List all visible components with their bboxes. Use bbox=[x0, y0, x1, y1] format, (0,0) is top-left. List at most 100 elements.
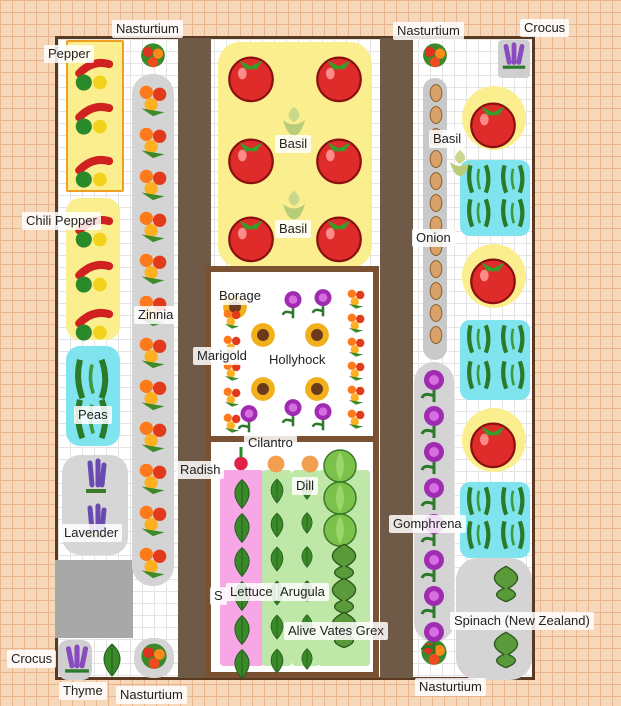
bean-icon bbox=[467, 324, 491, 354]
label-cilantro[interactable]: Cilantro bbox=[244, 434, 297, 452]
pea-icon bbox=[75, 358, 109, 400]
label-nasturtium-top-right[interactable]: Nasturtium bbox=[393, 22, 464, 40]
tomato-icon bbox=[316, 216, 362, 263]
lettuce-icon bbox=[234, 479, 250, 510]
label-dill[interactable]: Dill bbox=[292, 477, 319, 495]
label-s[interactable]: S bbox=[210, 587, 227, 605]
label-onion[interactable]: Onion bbox=[412, 229, 455, 247]
tomato-icon bbox=[228, 138, 274, 185]
cilantro-icon bbox=[301, 455, 319, 473]
label-basil-center-2[interactable]: Basil bbox=[275, 220, 312, 238]
cilantro-icon bbox=[267, 455, 285, 473]
bean-icon bbox=[501, 360, 525, 390]
label-lavender[interactable]: Lavender bbox=[60, 524, 123, 542]
zinnia-icon bbox=[139, 379, 167, 411]
label-marigold[interactable]: Marigold bbox=[193, 347, 251, 365]
label-alive-vates-grex[interactable]: Alive Vates Grex bbox=[284, 622, 388, 640]
spinach-icon bbox=[493, 565, 519, 603]
bean-icon bbox=[501, 486, 525, 516]
marigold-icon bbox=[347, 409, 365, 429]
arugula-icon bbox=[270, 478, 284, 504]
grey-empty-zone[interactable] bbox=[55, 560, 133, 638]
pepper-icon bbox=[75, 155, 114, 188]
onion-icon bbox=[429, 194, 443, 212]
label-chili-pepper[interactable]: Chili Pepper bbox=[22, 212, 101, 230]
bean-icon bbox=[501, 520, 525, 550]
tomato-icon bbox=[470, 258, 516, 305]
marigold-icon bbox=[223, 387, 241, 407]
pepper-icon bbox=[75, 102, 114, 135]
flower-icon bbox=[311, 289, 332, 317]
flower-icon bbox=[281, 399, 302, 427]
onion-icon bbox=[429, 304, 443, 322]
label-borage[interactable]: Borage bbox=[215, 287, 265, 305]
label-basil-center-1[interactable]: Basil bbox=[275, 135, 312, 153]
marigold-icon bbox=[223, 309, 241, 329]
nasturtium-icon bbox=[141, 43, 165, 68]
label-thyme[interactable]: Thyme bbox=[59, 682, 107, 700]
label-pepper[interactable]: Pepper bbox=[44, 45, 94, 63]
tomato-icon bbox=[316, 138, 362, 185]
onion-icon bbox=[429, 326, 443, 344]
flower-icon bbox=[237, 405, 258, 433]
tomato-icon bbox=[470, 422, 516, 469]
crocus-icon bbox=[65, 644, 89, 673]
sunflower-icon bbox=[251, 323, 275, 347]
bean-icon bbox=[467, 520, 491, 550]
dill-icon bbox=[301, 648, 313, 670]
label-hollyhock[interactable]: Hollyhock bbox=[265, 351, 330, 369]
cabbage-icon bbox=[323, 513, 357, 547]
nasturtium-icon bbox=[141, 643, 167, 669]
spinach-icon bbox=[493, 631, 519, 669]
path-right bbox=[380, 38, 413, 678]
arugula-icon bbox=[270, 546, 284, 572]
zinnia-icon bbox=[139, 421, 167, 453]
gomphrena-icon bbox=[420, 406, 444, 438]
pepper-icon bbox=[75, 58, 114, 91]
onion-icon bbox=[429, 260, 443, 278]
basil-icon bbox=[450, 150, 470, 176]
bean-icon bbox=[467, 360, 491, 390]
flower-icon bbox=[311, 403, 332, 431]
label-crocus-bottom-left[interactable]: Crocus bbox=[7, 650, 57, 668]
cabbage-icon bbox=[323, 449, 357, 483]
label-crocus-top-right[interactable]: Crocus bbox=[520, 19, 570, 37]
bean-icon bbox=[467, 486, 491, 516]
label-nasturtium-bottom-right[interactable]: Nasturtium bbox=[415, 678, 486, 696]
arugula-icon bbox=[270, 512, 284, 538]
label-spinach[interactable]: Spinach (New Zealand) bbox=[450, 612, 594, 630]
label-zinnia[interactable]: Zinnia bbox=[134, 306, 178, 324]
gomphrena-icon bbox=[420, 478, 444, 510]
label-gomphrena[interactable]: Gomphrena bbox=[389, 515, 466, 533]
label-arugula[interactable]: Arugula bbox=[276, 583, 329, 601]
marigold-icon bbox=[347, 385, 365, 405]
label-peas[interactable]: Peas bbox=[74, 406, 112, 424]
zinnia-icon bbox=[139, 127, 167, 159]
flower-icon bbox=[281, 291, 302, 319]
label-radish[interactable]: Radish bbox=[176, 461, 225, 479]
basil-icon bbox=[283, 190, 305, 220]
bean-icon bbox=[501, 164, 525, 194]
label-basil-right[interactable]: Basil bbox=[429, 130, 466, 148]
pepper-icon bbox=[75, 308, 114, 341]
arugula-icon bbox=[270, 614, 284, 640]
dill-icon bbox=[301, 512, 313, 534]
zinnia-icon bbox=[139, 253, 167, 285]
sunflower-icon bbox=[305, 377, 329, 401]
zinnia-icon bbox=[139, 85, 167, 117]
onion-icon bbox=[429, 106, 443, 124]
marigold-icon bbox=[223, 413, 241, 433]
zinnia-icon bbox=[139, 505, 167, 537]
gomphrena-icon bbox=[420, 622, 444, 654]
label-nasturtium-bottom-left[interactable]: Nasturtium bbox=[116, 686, 187, 704]
label-lettuce[interactable]: Lettuce bbox=[226, 583, 277, 601]
zinnia-zone[interactable] bbox=[132, 74, 174, 586]
label-nasturtium-top-left[interactable]: Nasturtium bbox=[112, 20, 183, 38]
onion-icon bbox=[429, 172, 443, 190]
onion-icon bbox=[429, 282, 443, 300]
onion-icon bbox=[429, 84, 443, 102]
tomato-icon bbox=[316, 56, 362, 103]
bean-icon bbox=[467, 198, 491, 228]
tomato-icon bbox=[228, 56, 274, 103]
